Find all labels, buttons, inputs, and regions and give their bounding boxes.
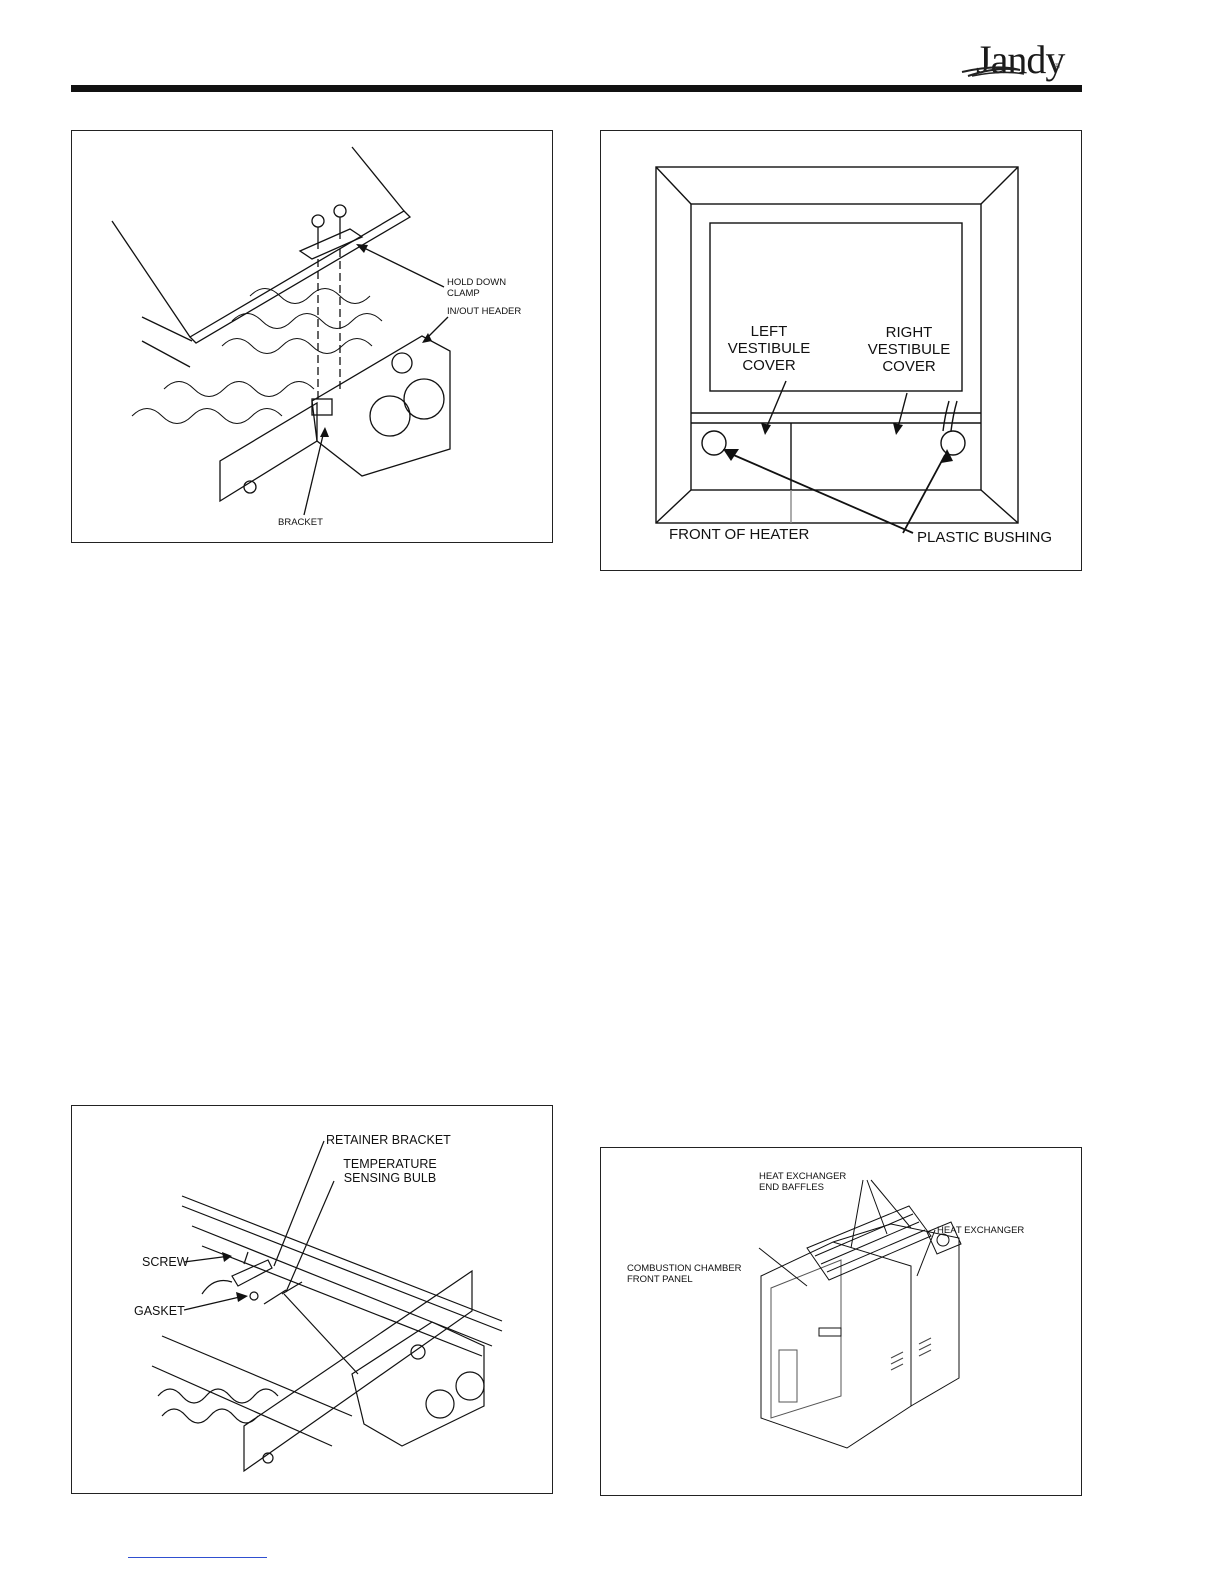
heat-exchanger-illustration [601,1148,1083,1497]
plastic-bushing-label: PLASTIC BUSHING [917,529,1052,546]
figure-hold-down-clamp: HOLD DOWN CLAMP IN/OUT HEADER BRACKET [71,130,553,543]
sensing-bulb-illustration [72,1106,554,1495]
header-rule [71,85,1082,92]
retainer-bracket-label: RETAINER BRACKET [326,1133,451,1147]
vestibule-illustration [601,131,1083,572]
screw-label: SCREW [142,1255,189,1269]
temperature-sensing-bulb-label: TEMPERATURE SENSING BULB [330,1157,450,1185]
combustion-chamber-front-panel-label: COMBUSTION CHAMBER FRONT PANEL [627,1263,742,1285]
footer-link-underline[interactable] [128,1557,267,1558]
right-vestibule-cover-label: RIGHT VESTIBULE COVER [859,324,959,375]
front-of-heater-label: FRONT OF HEATER [669,526,809,543]
figure-vestibule-covers: LEFT VESTIBULE COVER RIGHT VESTIBULE COV… [600,130,1082,571]
figure-sensing-bulb: RETAINER BRACKET TEMPERATURE SENSING BUL… [71,1105,553,1494]
jandy-logo: Jandy ® [958,36,1078,82]
heat-exchanger-label: HEAT EXCHANGER [937,1225,1024,1236]
figure-heat-exchanger: HEAT EXCHANGER END BAFFLES HEAT EXCHANGE… [600,1147,1082,1496]
clamp-illustration [72,131,554,544]
bracket-label: BRACKET [278,517,323,528]
left-vestibule-cover-label: LEFT VESTIBULE COVER [721,323,817,374]
gasket-label: GASKET [134,1304,185,1318]
in-out-header-label: IN/OUT HEADER [447,306,521,317]
heat-exchanger-end-baffles-label: HEAT EXCHANGER END BAFFLES [759,1171,846,1193]
logo-swoosh-icon [958,36,1078,82]
hold-down-clamp-label: HOLD DOWN CLAMP [447,277,506,299]
